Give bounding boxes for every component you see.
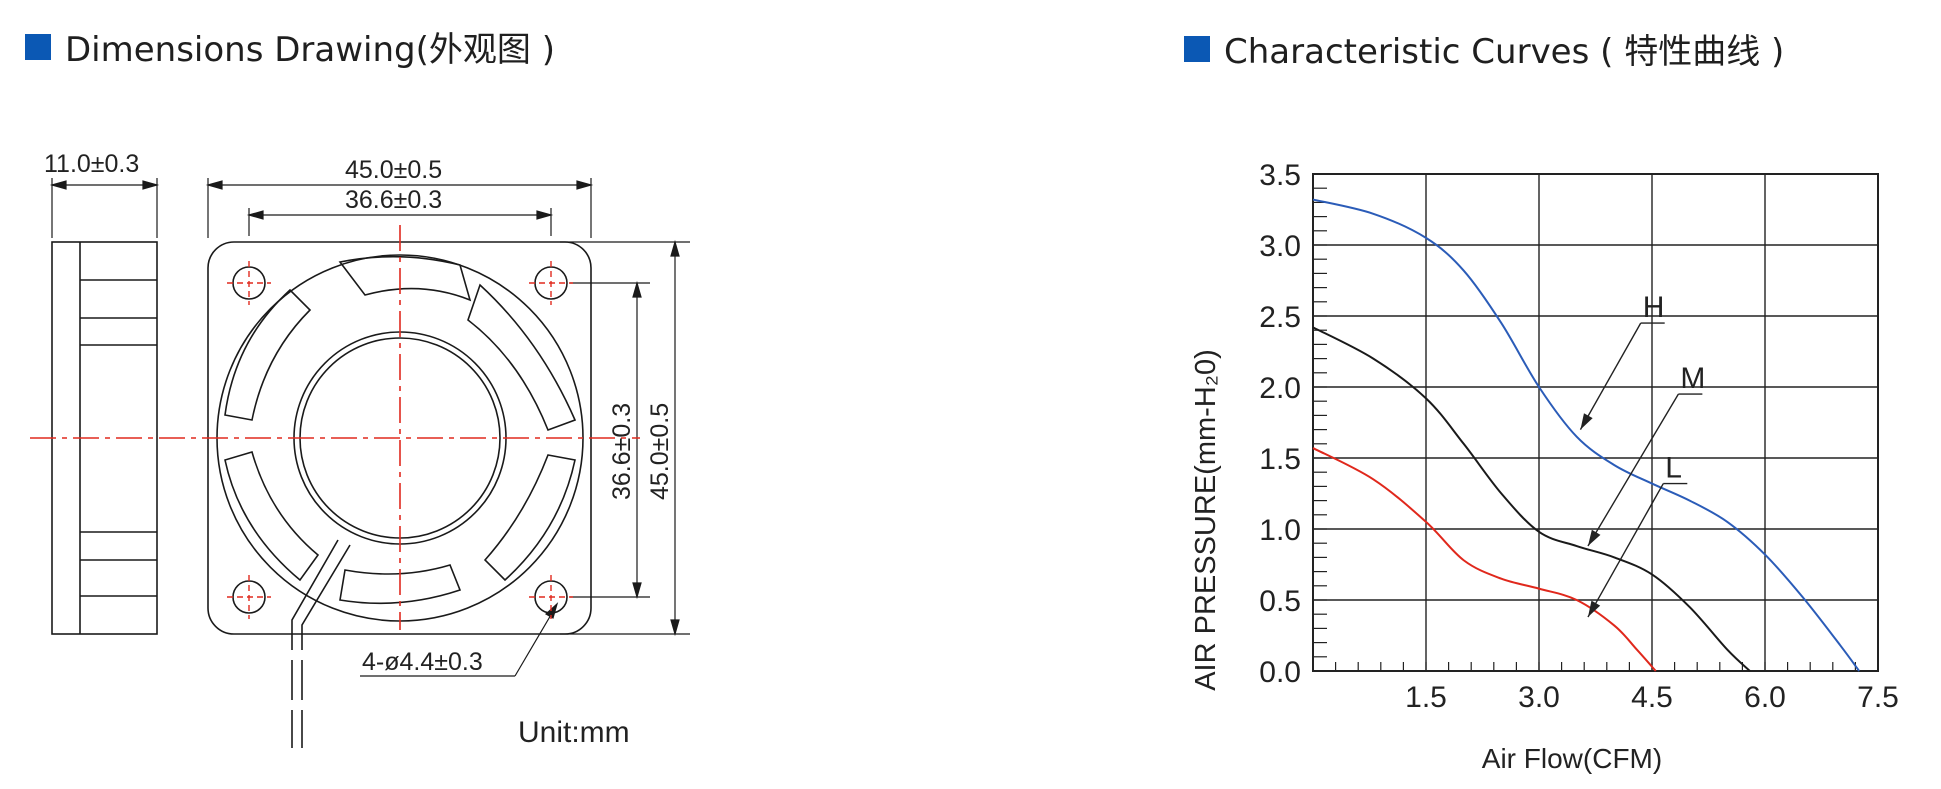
series-line-l — [1312, 447, 1657, 672]
curve-leader-m — [1587, 393, 1679, 547]
x-tick-label: 7.5 — [1857, 681, 1899, 714]
y-tick-label: 3.0 — [1259, 230, 1301, 263]
chart-curve-labels: H M L — [1579, 291, 1705, 618]
hole-pitch-h-label: 36.6±0.3 — [345, 186, 442, 214]
curve-label-m: M — [1680, 362, 1705, 395]
y-tick-label: 2.5 — [1259, 301, 1301, 334]
outer-width-label: 45.0±0.5 — [345, 156, 442, 184]
y-tick-label: 0.5 — [1259, 585, 1301, 618]
curves-title: Characteristic Curves ( 特性曲线 ) — [1224, 32, 1785, 72]
dimensions-title: Dimensions Drawing(外观图 ) — [65, 30, 555, 70]
height-dimensions — [560, 239, 690, 637]
y-tick-label: 2.0 — [1259, 372, 1301, 405]
y-tick-label: 1.5 — [1259, 443, 1301, 476]
x-tick-label: 6.0 — [1744, 681, 1786, 714]
y-axis-label: AIR PRESSURE(mm-H₂0) — [1190, 349, 1222, 691]
chart-grid — [1313, 173, 1879, 672]
thickness-label: 11.0±0.3 — [44, 150, 139, 178]
chart-tick-labels: 1.5 3.0 4.5 6.0 7.5 0.0 0.5 1.0 1.5 2.0 2.5 3.0 3.5 — [1259, 159, 1899, 714]
section-bullet-square — [1184, 35, 1210, 62]
thickness-dimension — [49, 178, 160, 238]
plot-frame — [1312, 173, 1879, 672]
curve-leader-arrowhead — [1587, 529, 1601, 547]
curve-leader-arrowhead — [1580, 413, 1593, 430]
unit-label: Unit:mm — [518, 716, 630, 749]
curves-header: Characteristic Curves ( 特性曲线 ) — [1184, 24, 1784, 73]
curve-label-h: H — [1643, 291, 1665, 324]
x-tick-label: 3.0 — [1518, 681, 1560, 714]
chart-minor-ticks — [1312, 173, 1879, 672]
series-line-m — [1312, 326, 1751, 672]
hole-leader — [360, 602, 559, 677]
outer-height-label: 45.0±0.5 — [646, 403, 674, 500]
dimensions-header: Dimensions Drawing(外观图 ) — [25, 22, 555, 71]
center-lines — [30, 225, 640, 630]
y-tick-label: 3.5 — [1259, 159, 1301, 192]
y-tick-label: 1.0 — [1259, 514, 1301, 547]
width-dimensions — [205, 178, 594, 238]
section-bullet-square — [25, 33, 51, 60]
curve-leader-arrowhead — [1587, 600, 1601, 618]
x-axis-label: Air Flow(CFM) — [1482, 743, 1662, 774]
curve-leader-l — [1587, 483, 1664, 618]
x-tick-label: 4.5 — [1631, 681, 1673, 714]
hole-crosshairs — [227, 261, 573, 619]
chart-series — [1312, 198, 1860, 672]
curve-label-l: L — [1665, 452, 1682, 485]
hole-pitch-v-label: 36.6±0.3 — [608, 403, 636, 500]
series-line-h — [1312, 198, 1860, 672]
y-tick-label: 0.0 — [1259, 656, 1301, 689]
curve-leader-h — [1579, 322, 1642, 430]
holes-label: 4-ø4.4±0.3 — [362, 648, 483, 676]
x-tick-label: 1.5 — [1405, 681, 1447, 714]
